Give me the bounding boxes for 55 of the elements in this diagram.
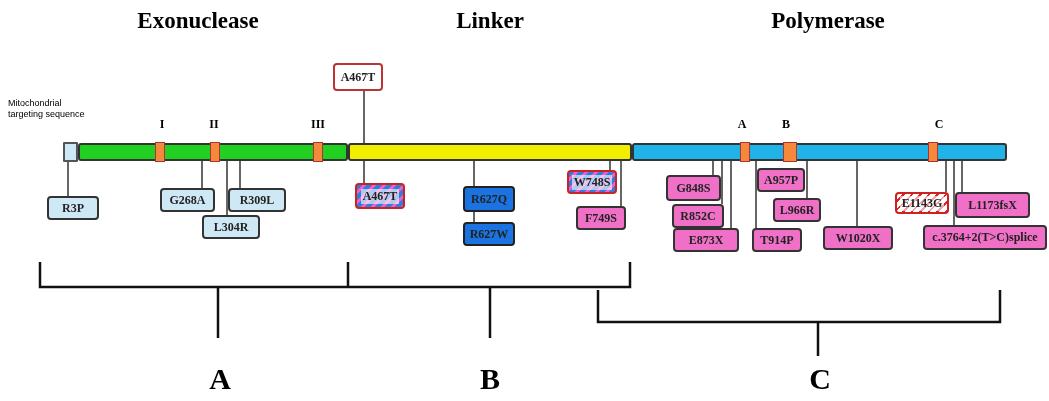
mutation-label: R309L xyxy=(228,188,286,212)
leader-line xyxy=(226,160,228,216)
group-letter: B xyxy=(480,362,500,396)
mutation-label: L304R xyxy=(202,215,260,239)
mutation-label: E1143G xyxy=(895,192,949,214)
leader-line xyxy=(620,160,622,207)
mutation-label: R627W xyxy=(463,222,515,246)
motif-label: III xyxy=(311,117,325,132)
leader-line xyxy=(856,160,858,227)
mutation-label: T914P xyxy=(752,228,802,252)
mutation-label: A467T xyxy=(355,183,405,209)
leader-line xyxy=(473,160,475,187)
motif-label: I xyxy=(159,117,165,132)
mutation-label: R627Q xyxy=(463,186,515,212)
mutation-label: R3P xyxy=(47,196,99,220)
leader-line xyxy=(945,160,947,193)
domain-heading: Linker xyxy=(456,8,524,34)
leader-line xyxy=(730,160,732,229)
leader-line xyxy=(755,160,757,229)
leader-line xyxy=(67,161,69,197)
mutation-label: W1020X xyxy=(823,226,893,250)
domain-heading: Exonuclease xyxy=(137,8,259,34)
targeting-sequence-segment xyxy=(63,142,78,162)
mutation-label: G268A xyxy=(160,188,215,212)
leader-line xyxy=(961,160,963,193)
mutation-label: R852C xyxy=(672,204,724,228)
leader-line xyxy=(721,160,723,205)
leader-line xyxy=(806,160,808,199)
mutation-label: E873X xyxy=(673,228,739,252)
domain-heading: Polymerase xyxy=(771,8,885,34)
leader-line xyxy=(712,160,714,176)
mutation-label: L1173fsX xyxy=(955,192,1030,218)
leader-line xyxy=(953,160,955,226)
leader-line xyxy=(201,160,203,189)
mutation-label: G848S xyxy=(666,175,721,201)
group-letter: A xyxy=(209,362,231,396)
region-label: Mitochondrial targeting sequence xyxy=(8,98,86,120)
mutation-label: A957P xyxy=(757,168,805,192)
leader-line xyxy=(363,90,365,144)
mutation-label: W748S xyxy=(567,170,617,194)
polymerase-domain-bar xyxy=(632,143,1007,161)
leader-line xyxy=(609,160,611,171)
group-letter: C xyxy=(809,362,831,396)
motif-label: A xyxy=(737,117,747,132)
leader-line xyxy=(239,160,241,189)
mutation-label: L966R xyxy=(773,198,821,222)
motif-label: C xyxy=(934,117,944,132)
mutation-label: A467T xyxy=(333,63,383,91)
linker-domain-bar xyxy=(348,143,632,161)
leader-line xyxy=(473,211,475,223)
mutation-label: c.3764+2(T>C)splice xyxy=(923,225,1047,250)
motif-label: B xyxy=(782,117,790,132)
leader-line xyxy=(363,160,365,184)
motif-label: II xyxy=(209,117,219,132)
mutation-label: F749S xyxy=(576,206,626,230)
